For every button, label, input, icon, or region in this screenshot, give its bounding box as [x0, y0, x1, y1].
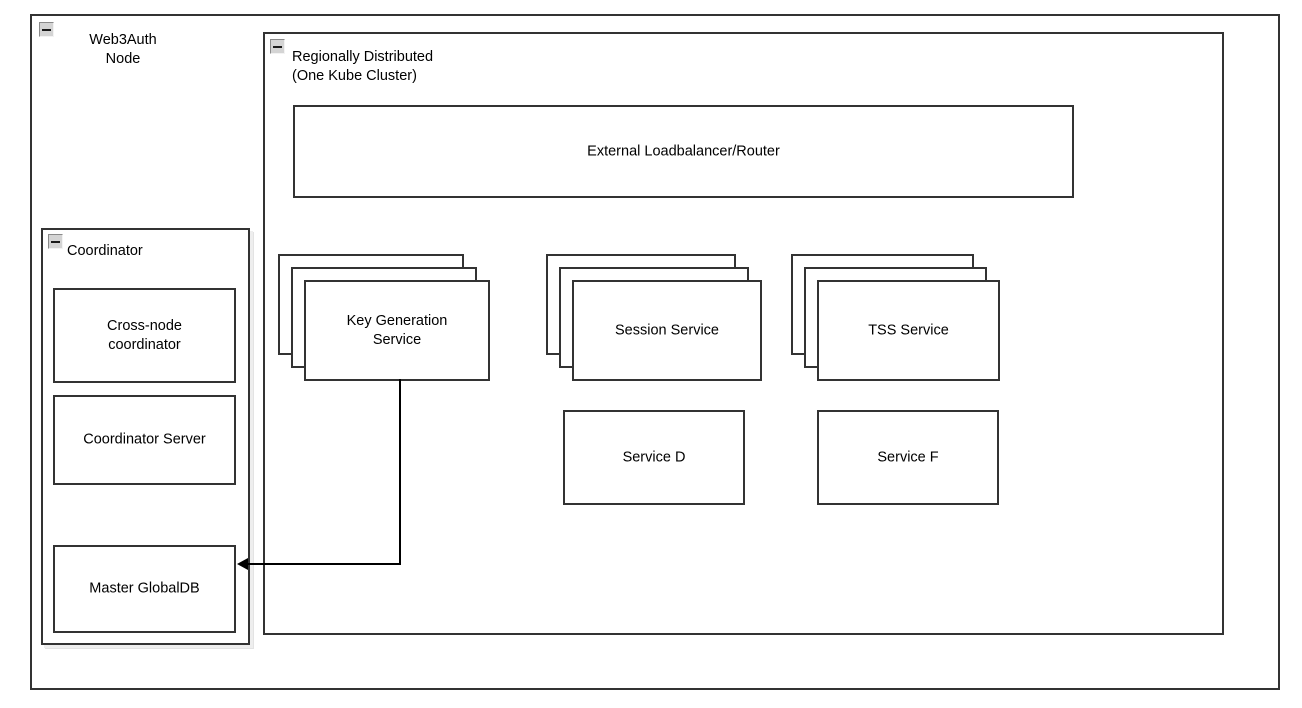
- coordinator-label: Coordinator: [67, 243, 143, 259]
- connector-horizontal-segment: [247, 563, 401, 565]
- external-loadbalancer-label: External Loadbalancer/Router: [587, 143, 780, 159]
- tss-service-stack[interactable]: TSS Service: [791, 254, 1000, 381]
- master-globaldb-box[interactable]: Master GlobalDB: [53, 545, 236, 633]
- session-service-label: Session Service: [615, 322, 719, 338]
- key-generation-service-stack[interactable]: Key Generation Service: [278, 254, 490, 381]
- key-generation-service-layer-front[interactable]: Key Generation Service: [304, 280, 490, 381]
- session-service-layer-front[interactable]: Session Service: [572, 280, 762, 381]
- coordinator-collapse-icon[interactable]: [48, 234, 63, 249]
- connector-arrow-left-icon: [237, 558, 248, 570]
- service-d-label: Service D: [622, 449, 686, 465]
- kube-cluster-label: Regionally Distributed (One Kube Cluster…: [292, 49, 434, 84]
- master-globaldb-label: Master GlobalDB: [89, 580, 200, 597]
- coordinator-server-label: Coordinator Server: [83, 431, 206, 448]
- cross-node-coordinator-box[interactable]: Cross-node coordinator: [53, 288, 236, 383]
- tss-service-layer-front[interactable]: TSS Service: [817, 280, 1000, 381]
- service-d-box[interactable]: Service D: [563, 410, 745, 505]
- coordinator-server-box[interactable]: Coordinator Server: [53, 395, 236, 485]
- web3auth-node-collapse-icon[interactable]: [39, 22, 54, 37]
- session-service-stack[interactable]: Session Service: [546, 254, 762, 381]
- tss-service-label: TSS Service: [868, 322, 949, 338]
- service-f-label: Service F: [877, 449, 939, 465]
- external-loadbalancer-box[interactable]: External Loadbalancer/Router: [293, 105, 1074, 198]
- key-generation-service-label: Key Generation Service: [346, 312, 448, 348]
- web3auth-node-label: Web3Auth Node: [89, 32, 157, 67]
- connector-vertical-segment: [399, 379, 401, 565]
- service-f-box[interactable]: Service F: [817, 410, 999, 505]
- kube-cluster-collapse-icon[interactable]: [270, 39, 285, 54]
- cross-node-coordinator-label: Cross-node coordinator: [107, 317, 182, 353]
